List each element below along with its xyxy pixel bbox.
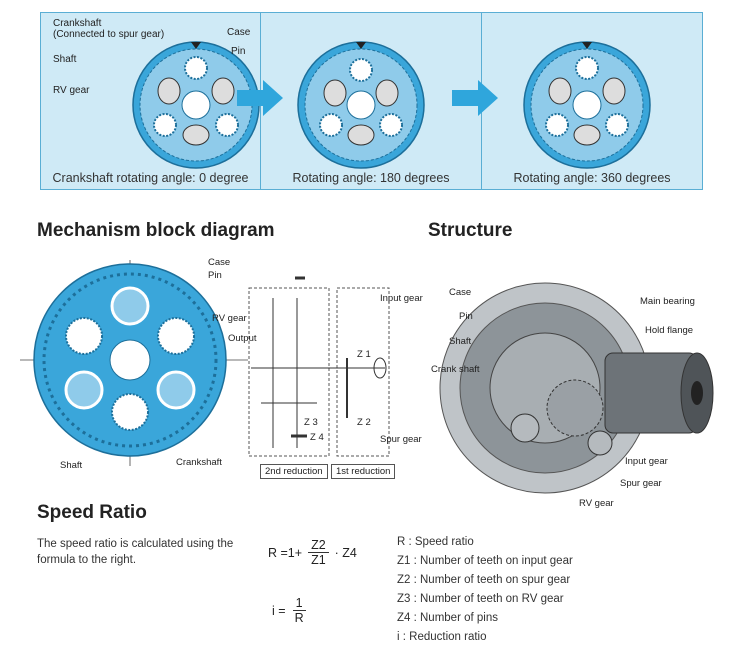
- arrow-right-icon: [237, 80, 283, 116]
- panel-caption-180: Rotating angle: 180 degrees: [292, 171, 450, 185]
- structure-title: Structure: [428, 220, 513, 241]
- mechanism-disc-diagram: [20, 260, 248, 466]
- legend-item: Z1 : Number of teeth on input gear: [397, 555, 573, 567]
- label-crankshaft-text: Crankshaft: [53, 18, 102, 29]
- formula2-num: 1: [292, 596, 306, 611]
- struct-label-spur-gear: Spur gear: [620, 478, 662, 489]
- label-pin: Pin: [231, 46, 246, 57]
- speed-ratio-title: Speed Ratio: [37, 502, 147, 523]
- label-shaft: Shaft: [53, 54, 77, 65]
- panel-angle-180: Rotating angle: 180 degrees: [261, 12, 482, 190]
- legend-item: Z3 : Number of teeth on RV gear: [397, 593, 564, 605]
- struct-label-main-bearing: Main bearing: [640, 296, 695, 307]
- rv-reducer-disc-360deg: [523, 41, 651, 169]
- struct-label-rv-gear: RV gear: [579, 498, 614, 509]
- formula1-tail: · Z4: [334, 545, 357, 560]
- struct-label-shaft: Shaft: [449, 336, 472, 347]
- structure-cutaway-illustration: [439, 282, 714, 494]
- speed-ratio-legend: R : Speed ratio Z1 : Number of teeth on …: [397, 533, 573, 647]
- struct-label-input-gear: Input gear: [625, 456, 668, 467]
- struct-label-crank-shaft: Crank shaft: [431, 364, 480, 375]
- mech-label-spur-gear: Spur gear: [380, 434, 422, 445]
- mech-label-z1: Z 1: [357, 349, 371, 360]
- struct-label-case: Case: [449, 287, 472, 298]
- mech-label-case: Case: [208, 257, 231, 268]
- struct-label-hold-flange: Hold flange: [645, 325, 694, 336]
- mech-box-1st-reduction: 1st reduction: [331, 464, 396, 479]
- mech-label-z2: Z 2: [357, 417, 371, 428]
- panel-angle-360: Rotating angle: 360 degrees: [482, 12, 703, 190]
- formula-speed-ratio: R =1+ Z2 Z1 · Z4: [268, 538, 357, 567]
- formula2-lhs: i =: [272, 603, 286, 618]
- label-case: Case: [227, 27, 251, 38]
- formula2-den: R: [294, 611, 304, 625]
- mech-label-crankshaft: Crankshaft: [176, 457, 222, 468]
- label-crankshaft: Crankshaft (Connected to spur gear): [53, 18, 164, 40]
- mech-label-z4: Z 4: [310, 432, 324, 443]
- mech-label-shaft: Shaft: [60, 460, 83, 471]
- mechanism-schematic: [248, 276, 390, 457]
- mech-box-2nd-reduction: 2nd reduction: [260, 464, 328, 479]
- struct-label-pin: Pin: [459, 311, 473, 322]
- panel-caption-0: Crankshaft rotating angle: 0 degree: [52, 171, 249, 185]
- rv-reducer-disc-180deg: [297, 41, 425, 169]
- panel-caption-360: Rotating angle: 360 degrees: [513, 171, 671, 185]
- formula1-num: Z2: [308, 538, 329, 553]
- mech-label-pin: Pin: [208, 270, 222, 281]
- label-crankshaft-note: (Connected to spur gear): [53, 29, 165, 40]
- mech-label-z3: Z 3: [304, 417, 318, 428]
- legend-item: Z2 : Number of teeth on spur gear: [397, 574, 571, 586]
- legend-item: i : Reduction ratio: [397, 631, 487, 643]
- mechanism-title: Mechanism block diagram: [37, 220, 275, 241]
- mech-label-rv-gear: RV gear: [212, 313, 247, 324]
- formula1-fraction: Z2 Z1: [308, 538, 329, 567]
- formula-reduction-ratio: i = 1 R: [272, 596, 307, 625]
- label-rv-gear: RV gear: [53, 85, 90, 96]
- formula1-den: Z1: [311, 553, 326, 567]
- mech-label-input-gear: Input gear: [380, 293, 423, 304]
- panel-angle-0: Crankshaft (Connected to spur gear) Case…: [40, 12, 261, 190]
- arrow-right-icon: [452, 80, 498, 116]
- formula2-fraction: 1 R: [292, 596, 307, 625]
- mech-label-output: Output: [228, 333, 257, 344]
- formula1-lhs: R =1+: [268, 545, 303, 560]
- speed-ratio-description: The speed ratio is calculated using the …: [37, 538, 234, 566]
- legend-item: R : Speed ratio: [397, 536, 474, 548]
- legend-item: Z4 : Number of pins: [397, 612, 498, 624]
